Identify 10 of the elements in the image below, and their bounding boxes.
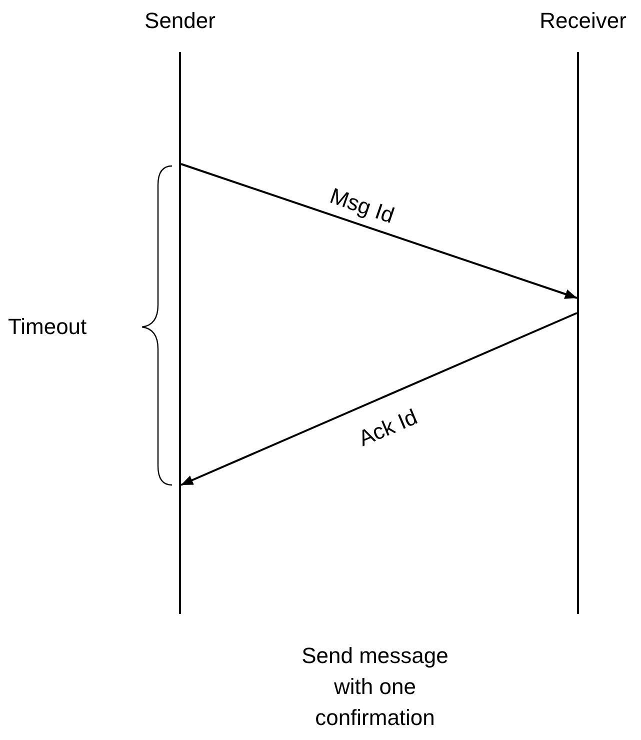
participant-label: Receiver [528,6,638,36]
lifeline [179,52,181,614]
caption: Send message with one confirmation [300,642,450,732]
edge-label: Msg Id [326,182,398,230]
arrow [180,312,578,486]
participant-label: Sender [120,6,240,36]
timeout-label: Timeout [8,314,87,340]
edge-label: Ack Id [354,404,422,452]
arrow [180,163,578,299]
lifeline [577,52,579,614]
